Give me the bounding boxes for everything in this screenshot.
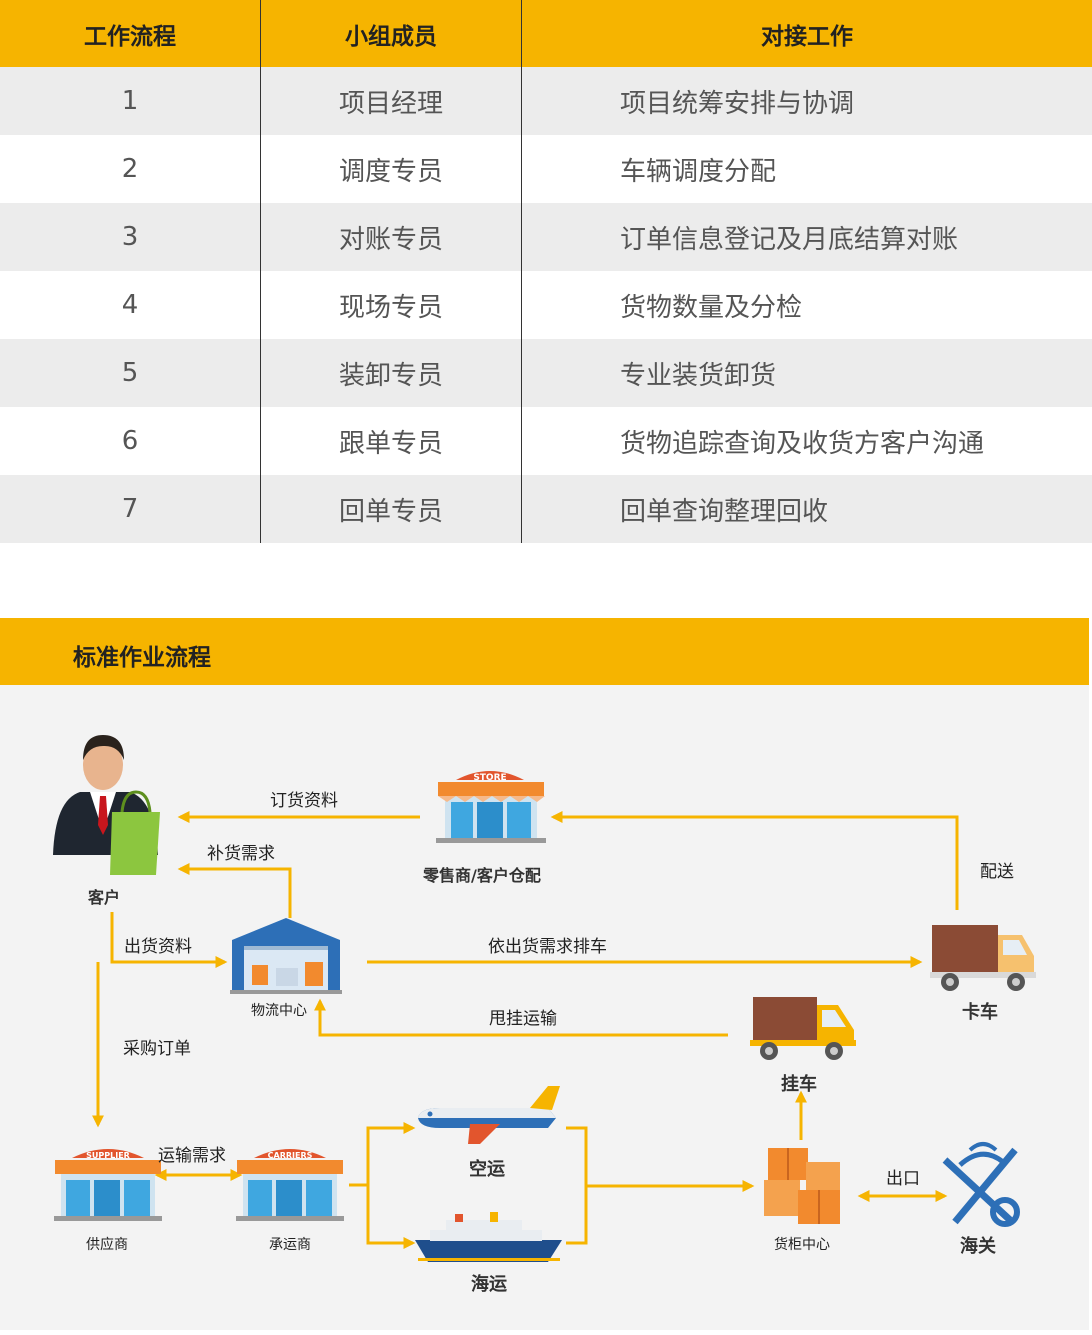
- step-cell: 2: [0, 135, 261, 203]
- table-header-row: 工作流程 小组成员 对接工作: [0, 0, 1092, 67]
- work-cell: 专业装货卸货: [522, 339, 1092, 407]
- arrow-merge: [566, 1128, 586, 1243]
- arrow-split-sea: [368, 1185, 413, 1243]
- member-cell: 调度专员: [261, 135, 522, 203]
- node-truck: 卡车: [962, 998, 998, 1024]
- node-logistics-center: 物流中心: [251, 1000, 307, 1020]
- edge-delivery: 配送: [980, 857, 1014, 882]
- node-container-center: 货柜中心: [774, 1234, 830, 1254]
- edge-trailer-transport: 甩挂运输: [489, 1004, 557, 1029]
- step-cell: 7: [0, 475, 261, 543]
- step-cell: 5: [0, 339, 261, 407]
- member-cell: 现场专员: [261, 271, 522, 339]
- edge-replenish: 补货需求: [207, 839, 275, 864]
- work-cell: 货物追踪查询及收货方客户沟通: [522, 407, 1092, 475]
- member-cell: 对账专员: [261, 203, 522, 271]
- header-work: 对接工作: [522, 0, 1092, 67]
- node-customer: 客户: [88, 884, 120, 908]
- work-cell: 回单查询整理回收: [522, 475, 1092, 543]
- edge-purchase-order: 采购订单: [123, 1034, 191, 1059]
- store-sign: STORE: [473, 773, 506, 783]
- ship-icon: [415, 1212, 562, 1262]
- trailer-truck-icon: [750, 997, 856, 1060]
- header-process: 工作流程: [0, 0, 261, 67]
- member-cell: 回单专员: [261, 475, 522, 543]
- store-icon: STORE: [436, 771, 546, 843]
- node-retailer: 零售商/客户仓配: [423, 862, 541, 886]
- member-cell: 装卸专员: [261, 339, 522, 407]
- member-cell: 项目经理: [261, 67, 522, 135]
- node-sea: 海运: [471, 1270, 507, 1296]
- step-cell: 4: [0, 271, 261, 339]
- header-member: 小组成员: [261, 0, 522, 67]
- customs-emblem-icon: [945, 1144, 1017, 1224]
- work-cell: 项目统筹安排与协调: [522, 67, 1092, 135]
- carrier-store-icon: CARRIERS: [236, 1149, 344, 1221]
- step-cell: 6: [0, 407, 261, 475]
- process-banner: 标准作业流程: [0, 618, 1089, 685]
- node-customs: 海关: [960, 1232, 996, 1258]
- arrow-delivery: [553, 817, 957, 910]
- node-carrier: 承运商: [269, 1234, 311, 1254]
- warehouse-icon: [230, 918, 342, 994]
- node-air: 空运: [469, 1155, 505, 1181]
- edge-export: 出口: [886, 1164, 920, 1189]
- edge-schedule: 依出货需求排车: [488, 932, 607, 957]
- process-title: 标准作业流程: [73, 638, 211, 672]
- edge-shipping-info: 出货资料: [124, 932, 192, 957]
- node-supplier: 供应商: [86, 1234, 128, 1254]
- supplier-store-icon: SUPPLIER: [54, 1149, 162, 1221]
- work-cell: 货物数量及分检: [522, 271, 1092, 339]
- member-cell: 跟单专员: [261, 407, 522, 475]
- edge-transport-demand: 运输需求: [158, 1141, 226, 1166]
- step-cell: 3: [0, 203, 261, 271]
- edge-order-info: 订货资料: [270, 786, 338, 811]
- arrow-replenish: [180, 869, 290, 918]
- step-cell: 1: [0, 67, 261, 135]
- businessman-icon: [53, 735, 160, 875]
- arrow-split-air: [349, 1128, 413, 1185]
- node-trailer: 挂车: [781, 1070, 817, 1096]
- work-cell: 车辆调度分配: [522, 135, 1092, 203]
- truck-icon: [930, 925, 1036, 991]
- carriers-sign: CARRIERS: [268, 1151, 313, 1160]
- plane-icon: [418, 1086, 560, 1144]
- work-cell: 订单信息登记及月底结算对账: [522, 203, 1092, 271]
- boxes-icon: [764, 1148, 840, 1224]
- supplier-sign: SUPPLIER: [86, 1151, 130, 1160]
